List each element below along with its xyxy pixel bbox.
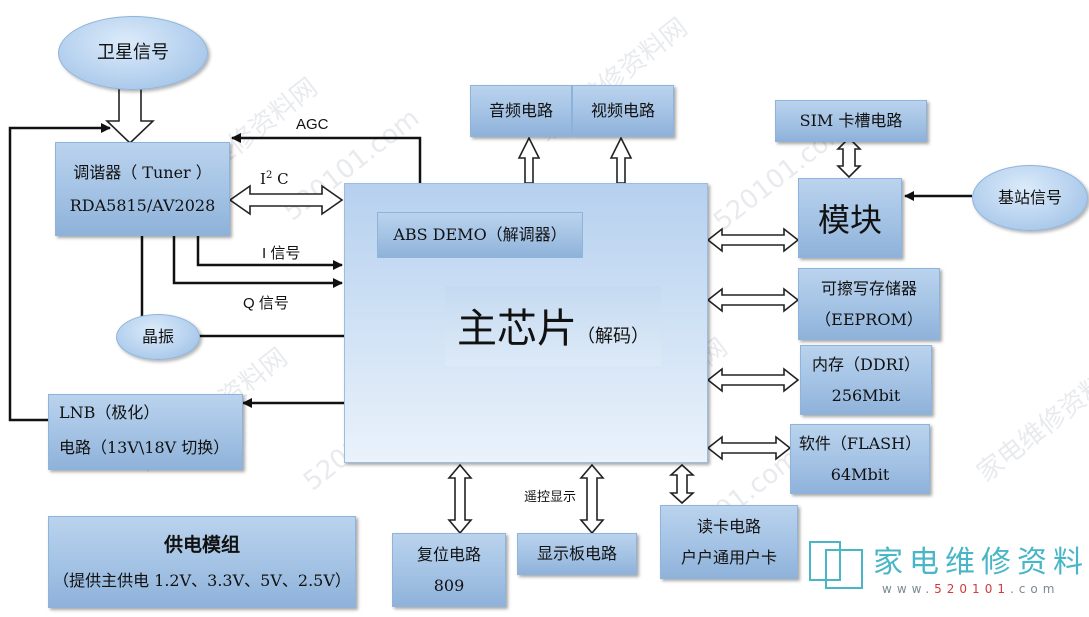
crystal-node: 晶振 [116, 314, 200, 360]
q-signal-line [172, 235, 343, 288]
remote-display-label: 遥控显示 [524, 489, 577, 504]
logo-url-number: 520101 [934, 582, 1010, 596]
i-signal-line [196, 235, 343, 270]
demodulator-block: ABS DEMO（解调器） [377, 212, 583, 258]
eeprom-type: （EEPROM） [815, 310, 923, 329]
tuner-title: 调谐器（ Tuner ） [73, 162, 212, 182]
satellite-signal-node: 卫星信号 [58, 16, 208, 90]
demodulator-label: ABS DEMO（解调器） [393, 225, 567, 245]
flash-size: 64Mbit [830, 465, 890, 484]
flash-link-arrow [706, 435, 792, 461]
card-reader-detail: 户户通用户卡 [680, 548, 777, 567]
lnb-title: LNB（极化） [59, 403, 160, 422]
ram-size: 256Mbit [831, 386, 901, 405]
ram-link-arrow [706, 367, 800, 393]
sim-arrow [836, 136, 862, 179]
module-block: 模块 [798, 178, 902, 258]
satellite-signal-label: 卫星信号 [97, 42, 169, 64]
main-chip-subtitle: （解码） [577, 326, 649, 347]
logo-url-suffix: .com [1009, 582, 1060, 596]
i2c-label: I2 C [260, 170, 289, 188]
ram-title: 内存（DDRI） [811, 354, 921, 374]
logo-text: 家电维修资料网 [873, 545, 1089, 580]
video-arrow [609, 136, 633, 184]
display-board-block: 显示板电路 [517, 533, 637, 575]
card-reader-block: 读卡电路 户户通用户卡 [660, 505, 798, 579]
base-station-label: 基站信号 [997, 188, 1062, 208]
main-chip-title: 主芯片（解码） [457, 296, 649, 354]
main-chip-block: ABS DEMO（解调器） 主芯片（解码） [344, 183, 708, 463]
tuner-block: 调谐器（ Tuner ） RDA5815/AV2028 [55, 142, 230, 236]
audio-circuit-label: 音频电路 [488, 101, 553, 121]
eeprom-block: 可擦写存储器 （EEPROM） [798, 268, 940, 340]
main-chip-title-area [445, 286, 661, 366]
lnb-block: LNB（极化） 电路（13V\18V 切换） [48, 394, 243, 470]
module-label: 模块 [817, 201, 882, 239]
base-station-node: 基站信号 [972, 165, 1088, 231]
eeprom-title: 可擦写存储器 [820, 278, 917, 298]
reset-circuit-model: 809 [433, 576, 465, 595]
i2c-arrow [228, 184, 344, 216]
power-module-block: 供电模组 （提供主供电 1.2V、3.3V、5V、2.5V） [48, 516, 356, 608]
i-signal-label: I 信号 [262, 245, 301, 262]
lnb-detail: 电路（13V\18V 切换） [59, 438, 230, 458]
crystal-label: 晶振 [141, 327, 174, 347]
satellite-arrow [105, 87, 155, 145]
tuner-model: RDA5815/AV2028 [69, 196, 216, 215]
flash-block: 软件（FLASH） 64Mbit [790, 424, 930, 494]
logo-url: www.520101.com [882, 582, 1059, 596]
card-reader-title: 读卡电路 [696, 516, 761, 536]
display-link-arrow [579, 463, 605, 535]
audio-arrow [517, 136, 541, 184]
eeprom-link-arrow [706, 287, 800, 313]
i2c-label-tail: C [272, 170, 289, 188]
main-chip-name: 主芯片 [457, 306, 577, 352]
agc-label: AGC [296, 116, 329, 133]
i2c-label-base: I [260, 170, 266, 188]
module-link-arrow [706, 227, 800, 253]
q-signal-label: Q 信号 [243, 295, 289, 312]
logo-icon [809, 541, 863, 589]
agc-line [231, 133, 422, 183]
power-module-detail: （提供主供电 1.2V、3.3V、5V、2.5V） [53, 570, 351, 590]
card-link-arrow [668, 463, 696, 505]
power-module-title: 供电模组 [163, 534, 240, 556]
i2c-label-sup: 2 [265, 170, 273, 181]
reset-circuit-title: 复位电路 [416, 544, 481, 564]
sim-slot-label: SIM 卡槽电路 [799, 111, 903, 131]
reset-circuit-block: 复位电路 809 [392, 533, 506, 607]
display-board-label: 显示板电路 [536, 544, 617, 564]
reset-link-arrow [447, 463, 473, 535]
ram-block: 内存（DDRI） 256Mbit [800, 345, 932, 415]
video-circuit-label: 视频电路 [590, 101, 655, 121]
lnb-loop-line [8, 123, 111, 422]
audio-circuit-block: 音频电路 [470, 85, 572, 137]
logo-url-prefix: www. [882, 582, 935, 596]
flash-title: 软件（FLASH） [798, 433, 922, 453]
video-circuit-block: 视频电路 [572, 85, 674, 137]
sim-slot-block: SIM 卡槽电路 [775, 100, 927, 142]
